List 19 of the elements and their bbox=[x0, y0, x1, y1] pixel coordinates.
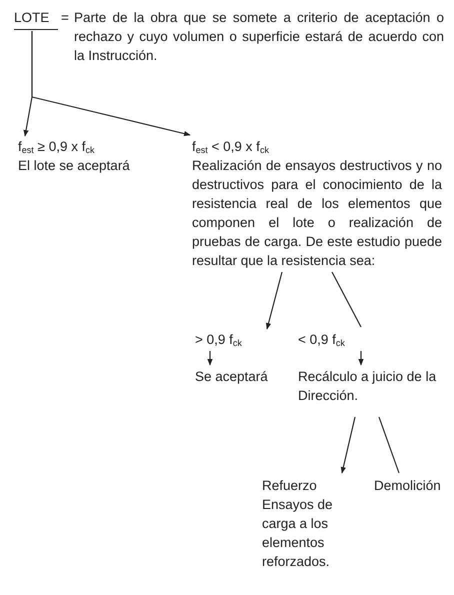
equals-sign: = bbox=[61, 9, 70, 27]
arrow bbox=[358, 351, 364, 366]
node-text: Recálculo a juicio de la Dirección. bbox=[298, 367, 438, 405]
node-text: LOTE bbox=[14, 8, 58, 30]
definition-text: Parte de la obra que se somete a criterio de aceptación o rechazo y cuyo volumen o superficie estará de acuerdo con la Instrucción. bbox=[74, 9, 444, 65]
node-text: Demolición bbox=[374, 476, 450, 495]
arrow bbox=[266, 272, 283, 330]
node-text: < 0,9 f$_{ck}$ bbox=[298, 330, 378, 349]
node-text: El lote se aceptará bbox=[18, 157, 131, 175]
node-text: Se aceptará bbox=[195, 367, 285, 386]
arrow bbox=[207, 351, 213, 366]
node-heading: f$_{est}$ < 0,9 x f$_{ck}$ bbox=[192, 138, 270, 156]
node-text: Ensayos de carga a los elementos reforzados. bbox=[262, 496, 334, 571]
node-heading: Refuerzo bbox=[262, 477, 318, 495]
node-text: > 0,9 f$_{ck}$ bbox=[195, 330, 275, 349]
arrow bbox=[340, 416, 356, 474]
node-heading: f$_{est}$ ≥ 0,9 x f$_{ck}$ bbox=[18, 138, 96, 156]
arrow bbox=[31, 31, 191, 136]
node-text: Realización de ensayos destructivos y no destructivos para el conocimiento de la resistencia real de los elementos que componen el lote o realización de pruebas de carga. De este estudio puede resultar que la resistencia sea: bbox=[192, 157, 442, 270]
